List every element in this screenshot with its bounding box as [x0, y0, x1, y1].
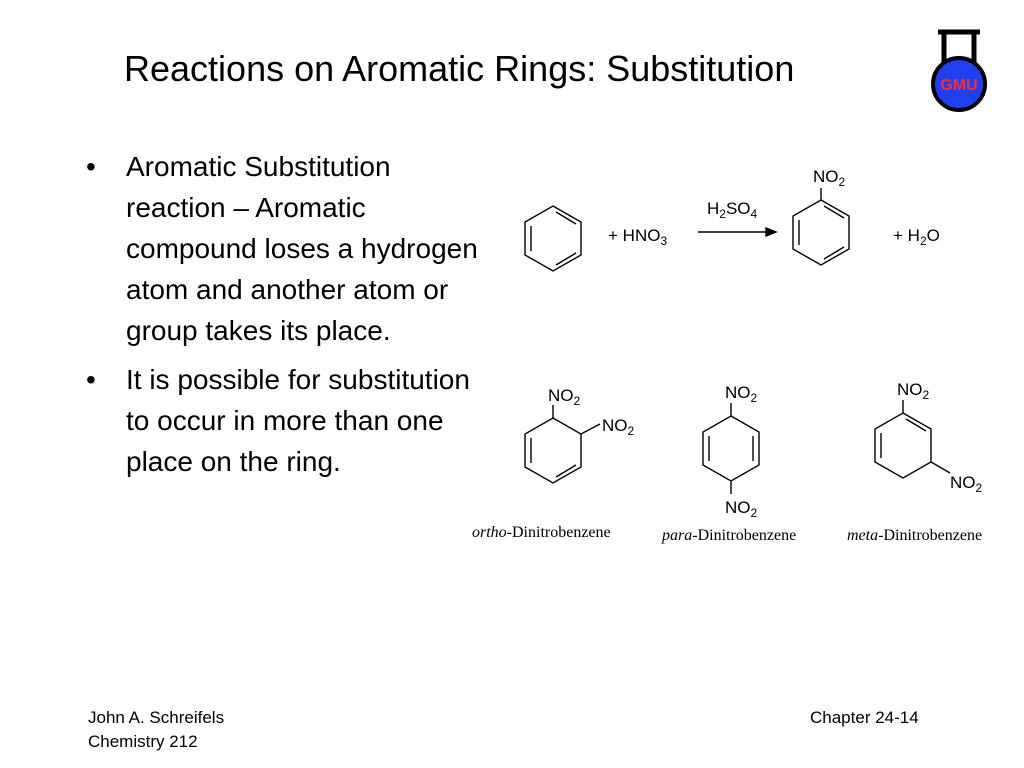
- ortho-group-top: NO2: [548, 386, 581, 408]
- reagent-label: + HNO3: [608, 226, 667, 248]
- logo-text: GMU: [940, 77, 977, 94]
- nitrobenzene-ring: [792, 188, 850, 266]
- bullet-text: Aromatic Substitution reaction – Aromati…: [126, 151, 478, 346]
- byproduct-label: + H2O: [893, 226, 940, 248]
- catalyst-label: H2SO4: [707, 199, 758, 221]
- para-caption: para-Dinitrobenzene: [661, 527, 796, 544]
- bullet-text: It is possible for substitution to occur…: [126, 364, 470, 477]
- bullet-item: • It is possible for substitution to occu…: [84, 359, 494, 482]
- para-group-top: NO2: [725, 383, 758, 405]
- meta-group-side: NO2: [950, 473, 983, 495]
- benzene-ring: [524, 205, 582, 272]
- para-ring: [702, 403, 760, 494]
- bullet-dot: •: [86, 364, 96, 395]
- ortho-ring: [524, 405, 601, 484]
- footer-chapter: Chapter 24-14: [810, 708, 919, 727]
- para-group-bottom: NO2: [725, 498, 758, 520]
- footer-course: Chemistry 212: [88, 732, 198, 751]
- meta-caption: meta-Dinitrobenzene: [847, 527, 982, 544]
- slide-title: Reactions on Aromatic Rings: Substitutio…: [124, 48, 795, 89]
- bullet-list: • Aromatic Substitution reaction – Aromat…: [84, 146, 494, 490]
- footer-author: John A. Schreifels: [88, 708, 225, 727]
- product-group-label: NO2: [813, 167, 846, 189]
- footer-left: John A. Schreifels Chemistry 212: [88, 706, 224, 754]
- ortho-caption: ortho-Dinitrobenzene: [472, 524, 611, 541]
- flask-logo-icon: GMU: [931, 29, 987, 112]
- reaction-arrow: [698, 226, 778, 238]
- meta-ring: [874, 400, 951, 479]
- meta-group-top: NO2: [897, 380, 930, 402]
- bullet-item: • Aromatic Substitution reaction – Aromat…: [84, 146, 494, 351]
- ortho-group-side: NO2: [602, 416, 635, 438]
- bullet-dot: •: [86, 151, 96, 182]
